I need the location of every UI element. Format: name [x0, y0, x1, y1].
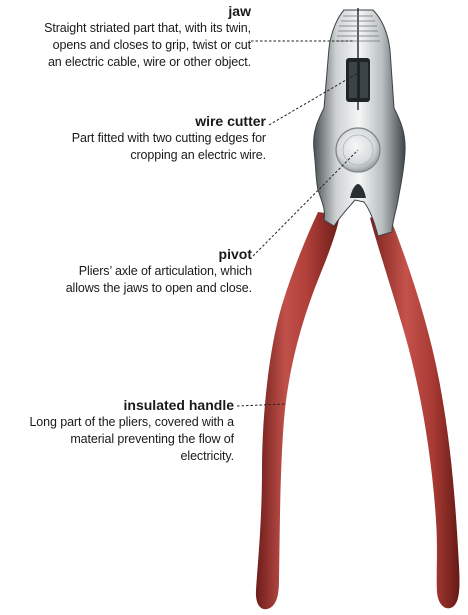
- desc-insulated-handle-line-3: electricity.: [0, 448, 234, 465]
- label-jaw: jaw Straight striated part that, with it…: [0, 3, 251, 71]
- cutter-edge-right: [360, 62, 368, 98]
- term-wire-cutter: wire cutter: [6, 113, 266, 130]
- label-pivot: pivot Pliers’ axle of articulation, whic…: [0, 246, 252, 297]
- desc-pivot-line-1: Pliers’ axle of articulation, which: [0, 263, 252, 280]
- desc-wire-cutter-line-1: Part fitted with two cutting edges for: [6, 130, 266, 147]
- desc-jaw-line-1: Straight striated part that, with its tw…: [0, 20, 251, 37]
- desc-insulated-handle-line-2: material preventing the flow of: [0, 431, 234, 448]
- label-wire-cutter: wire cutter Part fitted with two cutting…: [6, 113, 266, 164]
- term-insulated-handle: insulated handle: [0, 397, 234, 414]
- cutter-edge-left: [349, 62, 357, 98]
- handle-left: [256, 212, 340, 609]
- pliers-head: [314, 10, 406, 236]
- desc-jaw-line-2: opens and closes to grip, twist or cut: [0, 37, 251, 54]
- desc-pivot-line-2: allows the jaws to open and close.: [0, 280, 252, 297]
- desc-wire-cutter-line-2: cropping an electric wire.: [6, 147, 266, 164]
- label-insulated-handle: insulated handle Long part of the pliers…: [0, 397, 234, 465]
- handle-right: [370, 212, 459, 608]
- desc-insulated-handle-line-1: Long part of the pliers, covered with a: [0, 414, 234, 431]
- term-jaw: jaw: [0, 3, 251, 20]
- desc-jaw-line-3: an electric cable, wire or other object.: [0, 54, 251, 71]
- term-pivot: pivot: [0, 246, 252, 263]
